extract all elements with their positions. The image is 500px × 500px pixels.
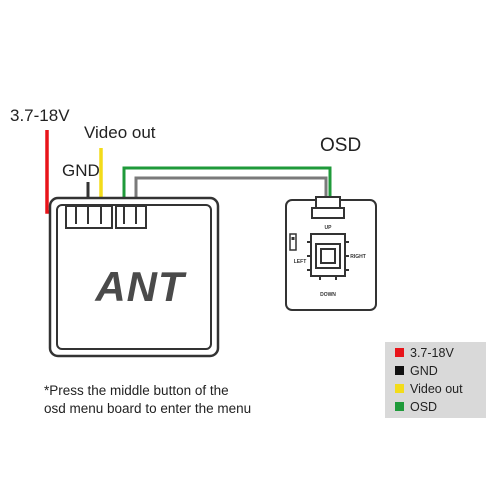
gnd-label: GND <box>62 161 100 180</box>
osd-small-component <box>289 233 297 251</box>
legend: 3.7-18V GND Video out OSD <box>385 342 486 418</box>
legend-item: GND <box>395 364 438 378</box>
legend-swatch-power <box>395 348 404 357</box>
osd-small-component-dot <box>291 237 295 240</box>
legend-item: OSD <box>395 400 437 414</box>
legend-label: OSD <box>410 400 437 414</box>
osd-down-label: DOWN <box>320 292 336 298</box>
legend-swatch-video <box>395 384 404 393</box>
video-out-label: Video out <box>84 123 156 142</box>
ant-board: ANT <box>48 196 220 358</box>
osd-wire-green <box>122 166 332 218</box>
osd-up-label: UP <box>325 225 333 231</box>
osd-board: UP LEFT RIGHT DOWN <box>285 196 377 311</box>
legend-label: 3.7-18V <box>410 346 454 360</box>
osd-connector <box>115 205 147 229</box>
legend-swatch-osd <box>395 402 404 411</box>
legend-item: 3.7-18V <box>395 346 454 360</box>
note-line-2: osd menu board to enter the menu <box>44 401 251 416</box>
ant-logo: ANT <box>94 263 187 310</box>
legend-label: Video out <box>410 382 463 396</box>
osd-label: OSD <box>320 135 361 156</box>
ant-board-outer <box>48 196 220 358</box>
legend-label: GND <box>410 364 438 378</box>
legend-item: Video out <box>395 382 463 396</box>
osd-middle-button[interactable] <box>320 248 336 264</box>
osd-right-label: RIGHT <box>350 254 366 260</box>
note-line-1: *Press the middle button of the <box>44 383 229 398</box>
power-label: 3.7-18V <box>10 106 70 125</box>
legend-swatch-gnd <box>395 366 404 375</box>
osd-left-label: LEFT <box>294 259 307 265</box>
osd-board-connector-tab <box>311 207 345 219</box>
